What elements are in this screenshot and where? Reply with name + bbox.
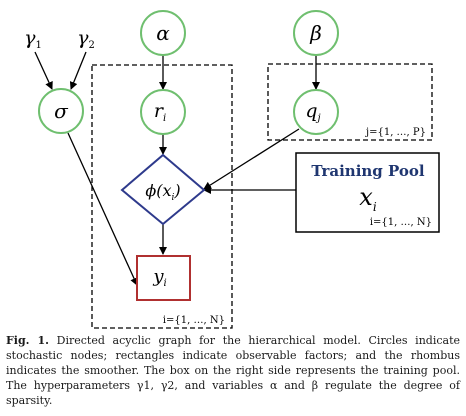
node-sigma-circle <box>38 88 84 134</box>
node-q-label: qj <box>305 100 320 124</box>
node-sigma-label: σ <box>54 99 69 123</box>
dag-diagram: i={1, …, N} j={1, …, P} Training Pool xi… <box>24 10 440 329</box>
training-pool-variable: xi <box>359 183 377 214</box>
node-gamma1: γ1 <box>24 27 42 51</box>
node-beta-circle <box>293 10 339 56</box>
node-q-circle <box>293 89 339 135</box>
node-y-rect <box>136 255 191 301</box>
node-gamma2: γ2 <box>77 27 95 51</box>
caption-label: Fig. 1. <box>6 334 49 347</box>
node-phi-rhombus <box>120 153 206 226</box>
edge-sigma-y <box>67 132 138 286</box>
edge-q-phi <box>203 128 300 190</box>
plate-beta-label: j={1, …, P} <box>365 127 426 138</box>
plate-outer-label: i={1, …, N} <box>163 315 225 326</box>
node-r-label: ri <box>154 100 166 124</box>
node-beta-label: β <box>309 21 322 45</box>
node-y-label: yi <box>152 266 166 289</box>
training-pool-box <box>295 152 440 233</box>
training-pool-title: Training Pool <box>311 162 424 180</box>
node-alpha-circle <box>140 10 186 56</box>
node-alpha-label: α <box>156 21 170 45</box>
node-r-circle <box>140 89 186 135</box>
plate-beta <box>267 63 433 141</box>
plate-outer <box>91 64 233 329</box>
edge-gamma1-sigma <box>34 51 53 90</box>
plate-pool-label: i={1, …, N} <box>370 217 432 228</box>
edge-gamma2-sigma <box>69 51 87 90</box>
node-phi-label: ϕ(xi) <box>145 181 180 203</box>
caption-text: Directed acyclic graph for the hierarchi… <box>6 334 460 407</box>
figure-caption: Fig. 1. Directed acyclic graph for the h… <box>6 333 460 408</box>
